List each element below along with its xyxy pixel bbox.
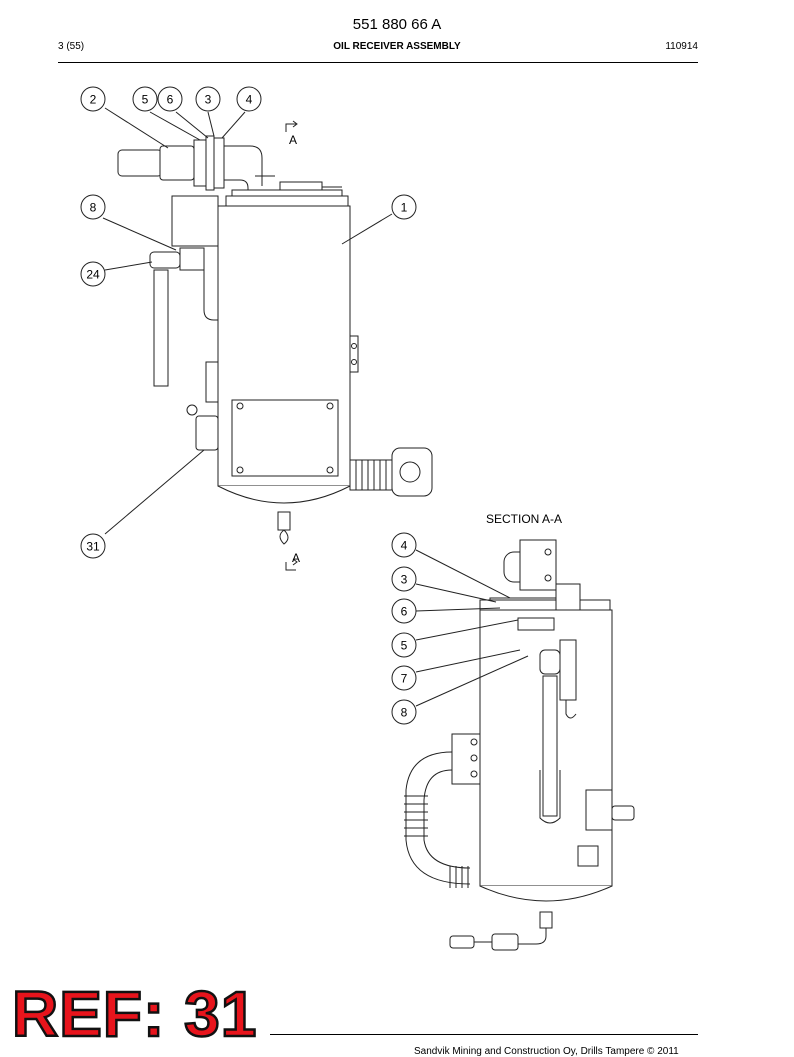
- svg-text:5: 5: [401, 639, 408, 653]
- svg-text:4: 4: [401, 539, 408, 553]
- svg-text:24: 24: [86, 268, 100, 282]
- section-marker-bottom: A: [292, 551, 300, 565]
- callout-6: 6: [157, 86, 183, 112]
- svg-text:4: 4: [246, 93, 253, 107]
- section-title: SECTION A-A: [486, 512, 562, 526]
- reference-label: REF: 31: [11, 978, 258, 1050]
- document-title: OIL RECEIVER ASSEMBLY: [333, 41, 461, 52]
- svg-text:3: 3: [205, 93, 212, 107]
- footer-copyright: Sandvik Mining and Construction Oy, Dril…: [414, 1046, 679, 1057]
- section-view-leaders: [415, 549, 529, 707]
- callout-4: 4: [236, 86, 262, 112]
- main-view: [117, 120, 433, 571]
- header-rule: [58, 62, 698, 63]
- section-marker-top: A: [289, 133, 297, 147]
- section-callout-4: 4: [391, 532, 417, 558]
- callout-8: 8: [80, 194, 106, 220]
- section-callout-7: 7: [391, 665, 417, 691]
- svg-text:7: 7: [401, 672, 408, 686]
- svg-text:1: 1: [401, 201, 408, 215]
- callout-1: 1: [391, 194, 417, 220]
- callout-5: 5: [132, 86, 158, 112]
- page-count: 3 (55): [58, 41, 85, 52]
- svg-text:6: 6: [167, 93, 174, 107]
- svg-text:8: 8: [401, 706, 408, 720]
- svg-text:6: 6: [401, 605, 408, 619]
- section-callout-5: 5: [391, 632, 417, 658]
- svg-text:31: 31: [86, 540, 100, 554]
- svg-text:3: 3: [401, 573, 408, 587]
- document-date: 110914: [665, 41, 698, 52]
- callout-2: 2: [80, 86, 106, 112]
- footer-rule: [270, 1034, 698, 1035]
- callout-24: 24: [80, 261, 106, 287]
- section-callout-3: 3: [391, 566, 417, 592]
- callout-31: 31: [80, 533, 106, 559]
- section-view: [404, 539, 635, 951]
- document-number: 551 880 66 A: [352, 16, 442, 33]
- section-bellows: [404, 795, 469, 888]
- svg-text:8: 8: [90, 201, 97, 215]
- section-callout-8: 8: [391, 699, 417, 725]
- svg-text:5: 5: [142, 93, 149, 107]
- section-callout-6: 6: [391, 598, 417, 624]
- bellows: [349, 447, 433, 497]
- main-view-leaders: [102, 107, 393, 535]
- callout-3: 3: [195, 86, 221, 112]
- svg-text:2: 2: [90, 93, 97, 107]
